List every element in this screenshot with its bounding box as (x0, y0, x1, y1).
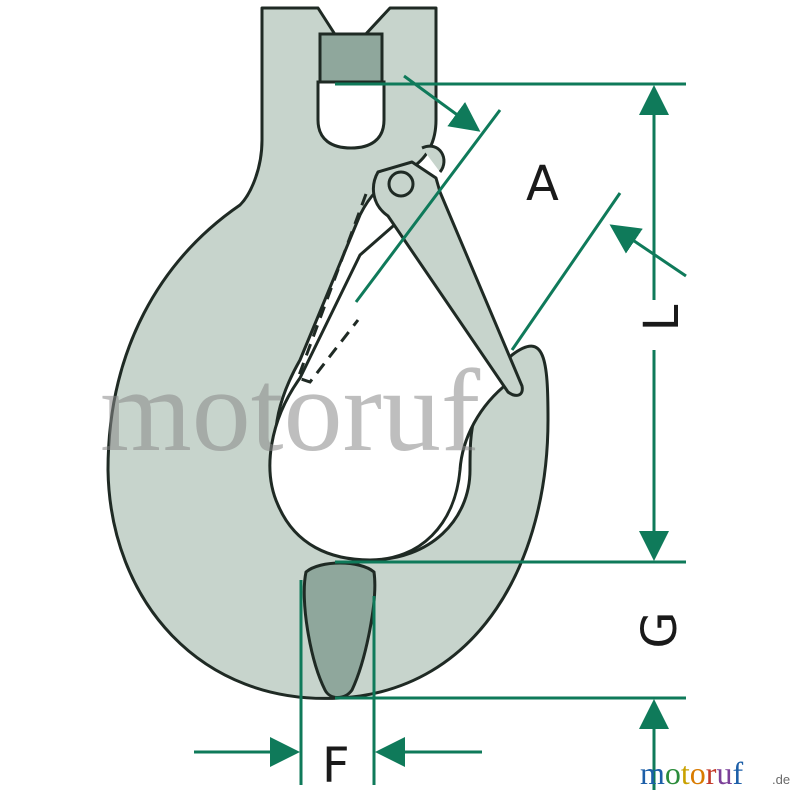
brand-letter: f (732, 755, 743, 791)
dimension-label-L: L (634, 304, 690, 331)
brand-letter: o (665, 755, 681, 791)
watermark-text: motoruf (100, 345, 481, 476)
brand-letter: r (706, 755, 717, 791)
brand-letter: m (640, 755, 665, 791)
dimension-label-G: G (632, 611, 688, 648)
saddle-insert (302, 561, 377, 699)
clevis-pin-block (318, 32, 384, 84)
brand-tld: .de (772, 772, 790, 787)
A-lower-reference-line (510, 192, 622, 351)
hook-body (106, 6, 550, 700)
latch-pivot (387, 170, 415, 198)
A-dimension-arrow-lower (609, 224, 687, 278)
A-dimension-arrow-upper (403, 74, 481, 132)
brand-wordmark: motoruf (640, 755, 743, 791)
brand-letter: t (681, 755, 690, 791)
dimension-label-A: A (526, 156, 559, 212)
dimension-label-F: F (322, 738, 350, 794)
latch-spring (421, 144, 446, 173)
hook-icon (106, 6, 550, 700)
dimension-lines (194, 74, 687, 790)
clevis-eye (316, 80, 386, 150)
A-upper-reference-line (354, 109, 502, 303)
latch-open-dashed (296, 193, 368, 384)
brand-logo: motoruf .de (640, 755, 790, 791)
brand-letter: o (690, 755, 706, 791)
safety-latch (371, 160, 524, 397)
brand-letter: u (716, 755, 732, 791)
